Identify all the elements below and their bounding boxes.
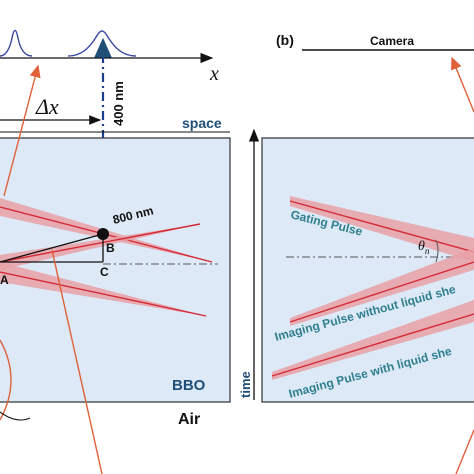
time-label: time — [238, 371, 253, 398]
air-label: Air — [178, 411, 200, 428]
angle-theta: θn — [418, 239, 430, 256]
orange-ray-left-upper — [3, 64, 41, 197]
point-c-label: C — [100, 265, 109, 279]
orange-arc-left — [0, 339, 12, 421]
x-axis-label: x — [209, 63, 219, 85]
orange-ray-right-upper — [451, 56, 474, 113]
delta-x-label: Δx — [35, 94, 59, 119]
beam-crossing — [0, 223, 201, 270]
panel-b-label: (b) — [276, 32, 294, 48]
beam-lower — [0, 262, 207, 317]
bbo-label: BBO — [172, 377, 206, 394]
line-a-b — [0, 233, 104, 263]
space-label: space — [182, 115, 222, 131]
angle-arc — [435, 239, 439, 263]
spectrum-curve-left — [0, 29, 33, 57]
bbo-crystal-box — [0, 137, 231, 403]
camera-label: Camera — [370, 34, 414, 48]
wavelength-400-label: 400 nm — [111, 81, 126, 126]
gating-pulse-beam — [289, 196, 474, 262]
orange-ray-left-lower — [51, 249, 103, 474]
point-b-dot — [97, 228, 109, 240]
orange-ray-right-lower — [455, 429, 474, 474]
point-a-label: A — [0, 273, 9, 287]
imaging-pulse-with-beam — [271, 300, 474, 380]
point-b-label: B — [106, 241, 115, 255]
imaging-pulse-without-beam — [289, 248, 474, 326]
black-arc-left — [0, 411, 31, 421]
spectrum-curve-400nm — [67, 30, 137, 57]
